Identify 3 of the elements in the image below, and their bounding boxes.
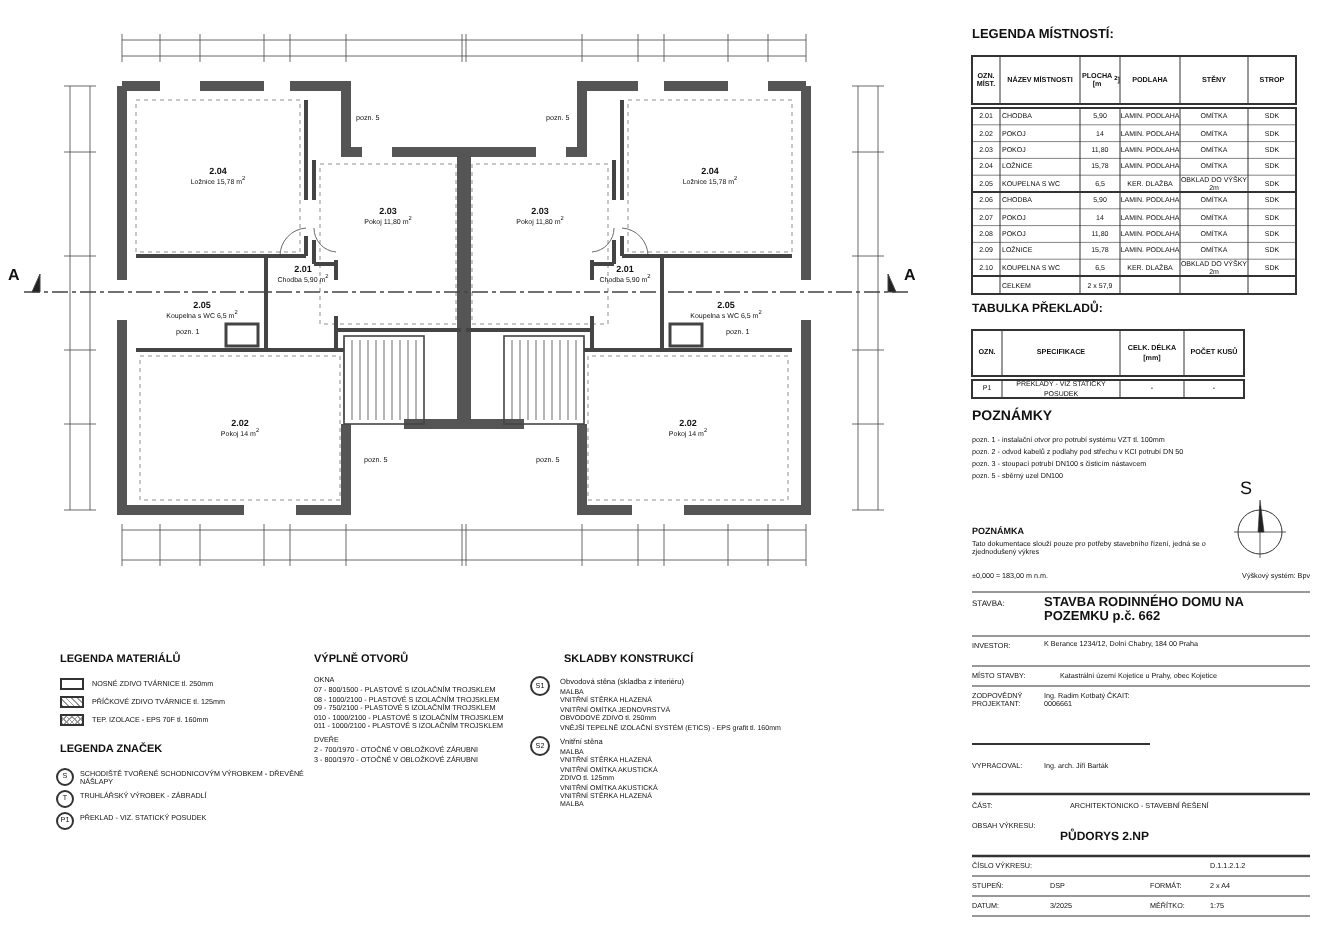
section-mark: A bbox=[8, 266, 22, 285]
north-label: S bbox=[1240, 478, 1253, 499]
section-mark: A bbox=[904, 266, 918, 285]
